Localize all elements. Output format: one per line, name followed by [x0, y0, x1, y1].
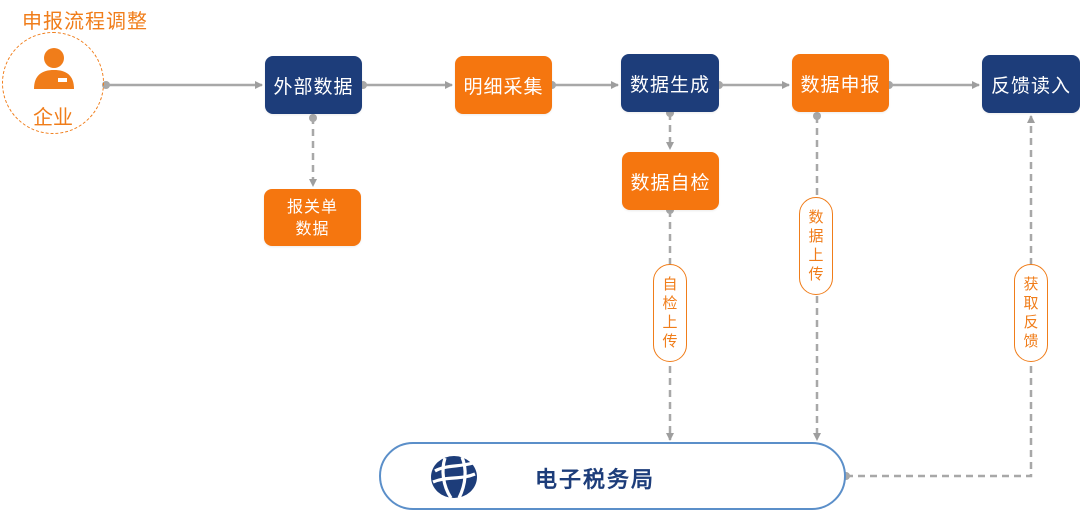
tax-bureau-node: 电子税务局: [379, 442, 846, 510]
customs-data-line-2: 数据: [295, 218, 330, 238]
tax-bureau-label: 电子税务局: [535, 468, 656, 493]
label-char: 取: [1023, 294, 1039, 312]
label-char: 上: [808, 246, 824, 264]
node-feedback-read: 反馈读入: [982, 55, 1080, 113]
label-char: 获: [1023, 275, 1039, 293]
person-icon: [34, 48, 74, 89]
label-char: 上: [662, 313, 678, 331]
diagram-title: 申报流程调整: [22, 9, 148, 33]
node-data-generation: 数据生成: [621, 54, 719, 112]
label-char: 传: [662, 332, 678, 350]
label-char: 反: [1023, 313, 1039, 331]
label-self-check-upload: 自 检 上 传: [653, 264, 687, 362]
node-detail-collection: 明细采集: [455, 56, 552, 114]
label-char: 传: [808, 265, 824, 283]
node-data-self-check: 数据自检: [622, 152, 719, 210]
label-char: 检: [662, 294, 678, 312]
customs-data-line-1: 报关单: [286, 196, 338, 216]
line-tax-to-feedback: [846, 115, 1035, 478]
label-char: 数: [808, 208, 824, 226]
node-customs-data: 报关单 数据: [264, 189, 361, 246]
node-external-data: 外部数据: [265, 56, 362, 114]
company-label: 企业: [33, 105, 73, 129]
label-data-upload: 数 据 上 传: [799, 197, 833, 295]
globe-icon: [431, 456, 477, 499]
label-char: 自: [662, 275, 678, 293]
node-data-declaration: 数据申报: [792, 54, 889, 112]
label-get-feedback: 获 取 反 馈: [1014, 264, 1048, 362]
label-char: 据: [808, 227, 824, 245]
label-char: 馈: [1023, 332, 1039, 350]
company-node: 企业: [2, 32, 104, 134]
